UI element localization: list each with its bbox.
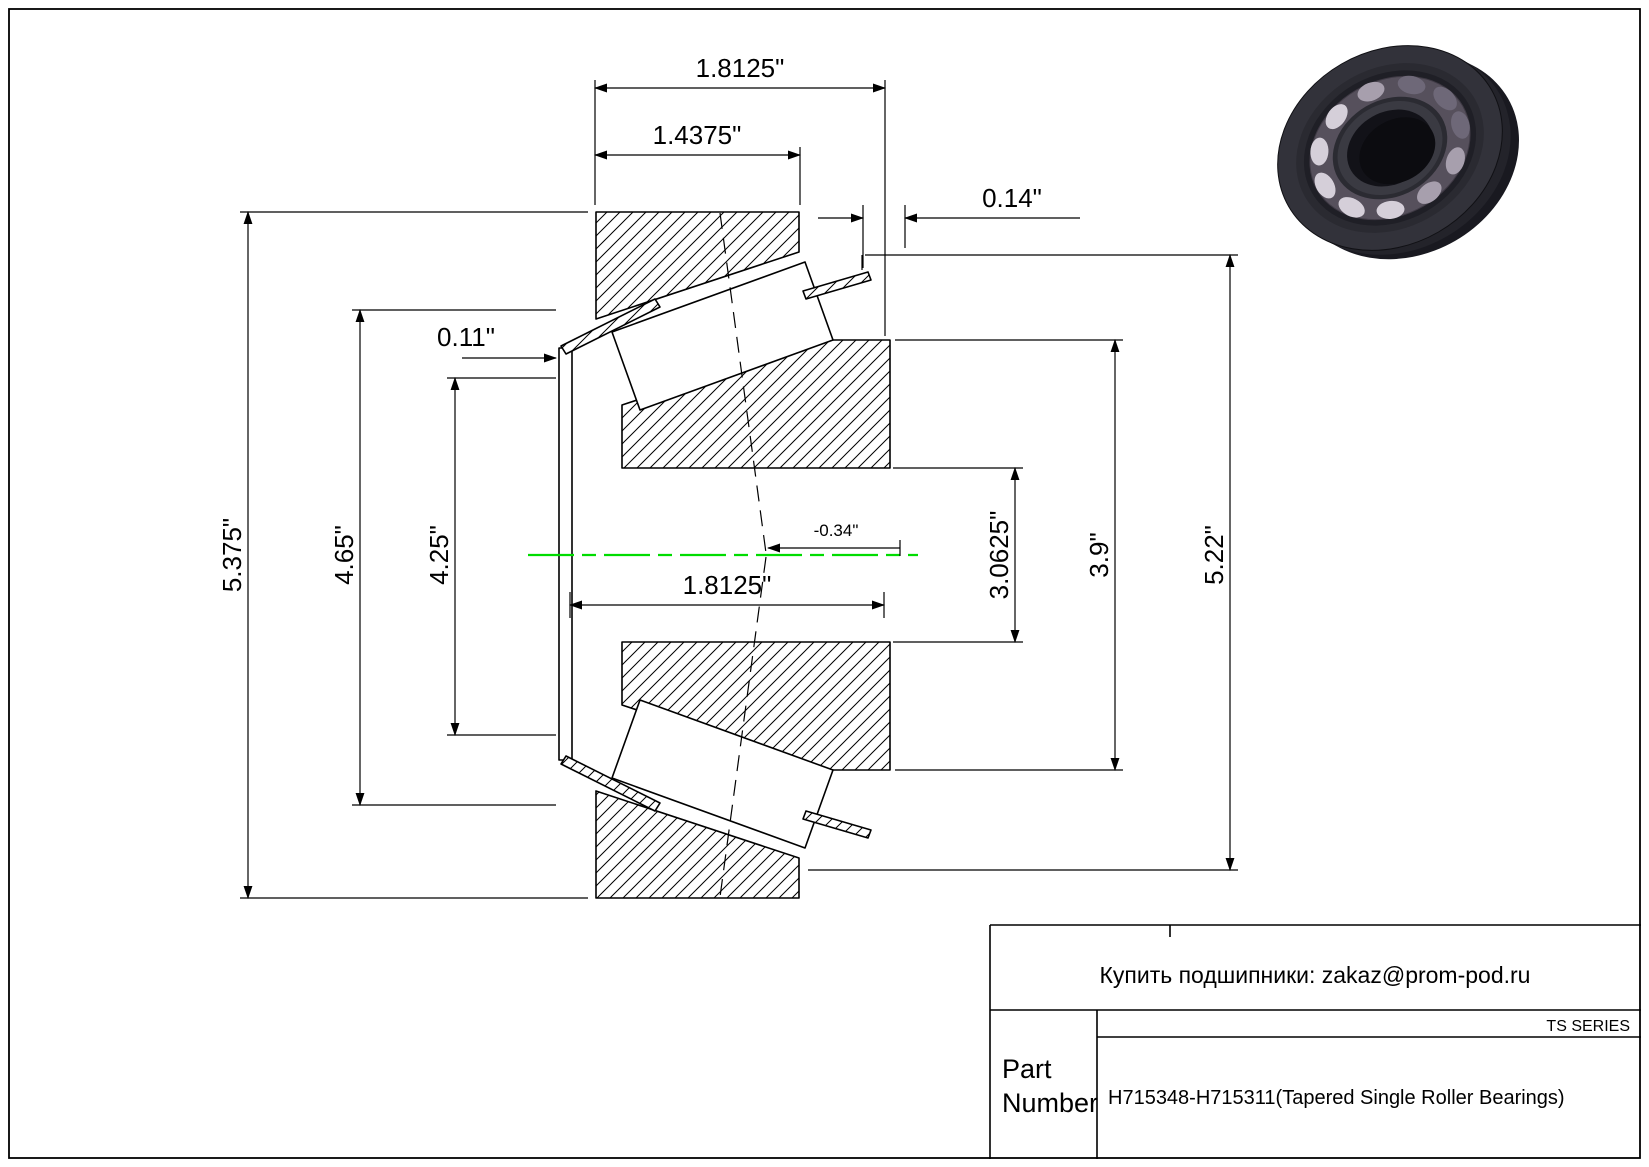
roller-top (611, 261, 834, 411)
dim-rib-diameter: 4.25" (424, 376, 556, 737)
dim-left-inner-diameter-label: 4.65" (329, 525, 359, 585)
dim-effective-center-label: -0.34" (814, 521, 859, 540)
dim-bore-diameter-label: 3.0625" (984, 511, 1014, 600)
bearing-3d-bore-shadow (1359, 117, 1436, 185)
dim-cup-width: 1.4375" (593, 120, 802, 205)
dim-left-offset-label: 0.11" (437, 322, 495, 352)
dim-outer-diameter: 5.375" (217, 210, 588, 900)
dim-bore-width-label: 1.8125" (683, 570, 772, 600)
bearing-cross-section (528, 211, 918, 899)
cage-strip-left-top (560, 298, 661, 355)
dim-cone-diameter-label: 3.9" (1084, 532, 1114, 577)
dim-cone-diameter: 3.9" (895, 338, 1123, 772)
bearing-3d-render (1277, 45, 1519, 260)
dim-bore-diameter: 3.0625" (893, 466, 1023, 644)
dim-overall-width-label: 1.8125" (696, 53, 785, 83)
roller-axis-dashed-line (719, 212, 767, 898)
dim-cup-inner-diameter-label: 5.22" (1199, 525, 1229, 585)
dim-right-offset: 0.14" (818, 183, 1080, 268)
supplier-text: Купить подшипники: zakaz@prom-pod.ru (1100, 962, 1531, 988)
page-border (8, 8, 1641, 1159)
cup-bottom-section (595, 790, 800, 899)
dim-outer-diameter-label: 5.375" (217, 518, 247, 592)
dim-overall-width: 1.8125" (593, 53, 887, 336)
dim-left-inner-diameter: 4.65" (329, 308, 556, 807)
part-number-label-line2: Number (1002, 1088, 1098, 1118)
dim-cup-width-label: 1.4375" (653, 120, 742, 150)
cup-top-section (595, 211, 800, 320)
dim-rib-diameter-label: 4.25" (424, 525, 454, 585)
roller-bottom (611, 699, 834, 849)
cage-strip-right-bottom (802, 810, 872, 839)
dim-right-offset-label: 0.14" (982, 183, 1042, 213)
dim-effective-center: -0.34" (766, 521, 901, 556)
dim-left-offset: 0.11" (437, 322, 558, 363)
cage-strip-right-top (802, 271, 872, 300)
part-number-label-line1: Part (1002, 1054, 1052, 1084)
title-block-grid (989, 924, 1641, 1159)
dimensions: 1.8125" 1.4375" 0.14" 0.11" 5.375" (217, 53, 1238, 900)
series-label: TS SERIES (1546, 1018, 1630, 1035)
bearing-3d-rollers (1310, 75, 1470, 219)
dim-cup-inner-diameter: 5.22" (808, 253, 1238, 872)
dim-bore-width: 1.8125" (568, 570, 886, 618)
cage-strip-left-bottom (560, 755, 661, 812)
part-name-text: H715348-H715311(Tapered Single Roller Be… (1108, 1087, 1565, 1109)
title-block: Купить подшипники: zakaz@prom-pod.ru TS … (989, 924, 1641, 1159)
